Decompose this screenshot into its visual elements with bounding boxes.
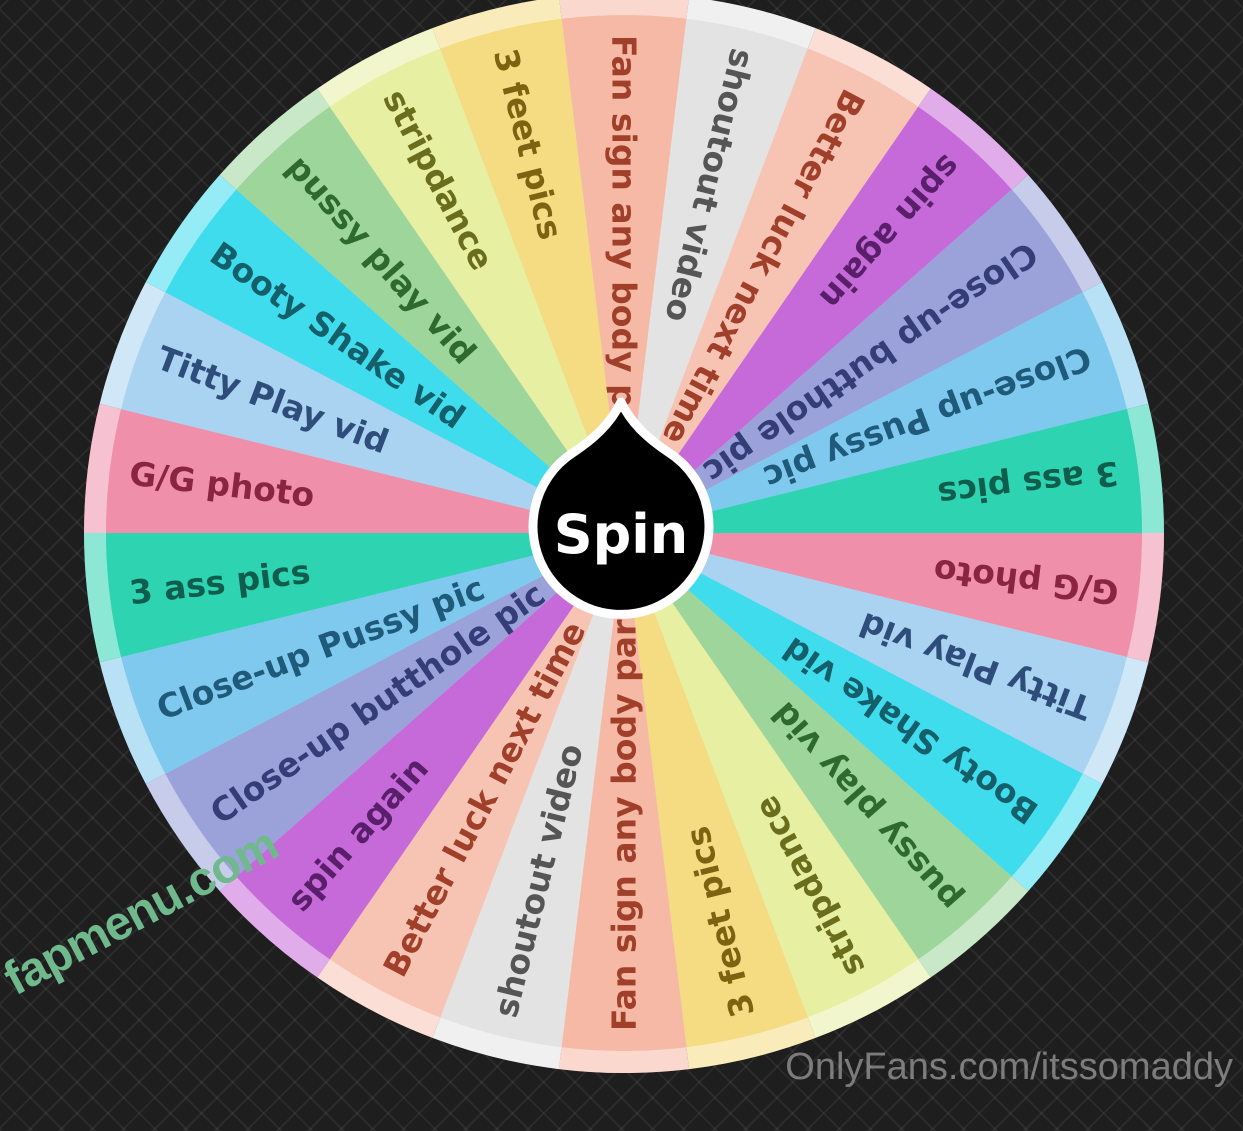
wheel-segment: spin again (219, 533, 625, 978)
segment-fill (329, 48, 624, 533)
segment-fill (121, 292, 625, 533)
wheel-segment: pussy play vid (624, 533, 1029, 978)
wheel-segment: 3 ass pics (624, 403, 1164, 533)
segment-fill (624, 533, 1012, 960)
segment-fill (624, 533, 1127, 774)
pointer-icon (528, 397, 714, 619)
wheel-segment: stripdance (317, 28, 624, 534)
segment-fill (624, 533, 1083, 877)
segment-fill (624, 409, 1142, 533)
segment-fill (624, 106, 1012, 533)
segment-fill (440, 18, 624, 534)
wheel-segment: shoutout video (624, 0, 816, 534)
wheel-segment: 3 feet pics (432, 0, 624, 534)
segment-fill (624, 533, 919, 1018)
segment-fill (624, 292, 1127, 533)
wheel-segment: Fan sign any body part (558, 533, 690, 1073)
segment-fill (106, 409, 624, 533)
segment-fill (236, 533, 625, 960)
wheel-segment: Fan sign any body part (559, 0, 689, 533)
segment-fill (329, 533, 624, 1018)
segment-fill (165, 533, 624, 877)
onlyfans-watermark: OnlyFans.com/itssomaddy (785, 1046, 1233, 1088)
segment-fill (121, 533, 625, 774)
wheel-segment: 3 feet pics (624, 533, 816, 1070)
wheel-segment: Titty Play vid (624, 533, 1149, 784)
segment-fill (561, 14, 687, 533)
segment-fill (236, 106, 625, 533)
segment-label: Fan sign any body part (605, 604, 644, 1031)
wheel-segment: stripdance (624, 533, 931, 1038)
segment-label: Fan sign any body part (605, 35, 644, 462)
segment-fill (165, 189, 624, 534)
wheel-segment: G/G photo (624, 533, 1164, 663)
segment-fill (624, 533, 1142, 657)
segment-fill (440, 533, 624, 1048)
wheel-segment: 3 ass pics (84, 533, 624, 663)
segment-fill (624, 533, 808, 1048)
segment-fill (561, 533, 687, 1051)
segment-fill (624, 189, 1083, 534)
spin-button[interactable]: Spin (528, 397, 714, 619)
wheel-segment: spin again (624, 88, 1029, 533)
segment-fill (624, 48, 919, 533)
segment-fill (106, 533, 624, 657)
wheel-segment: G/G photo (84, 403, 624, 533)
spin-label: Spin (554, 503, 689, 566)
segment-fill (624, 18, 808, 534)
